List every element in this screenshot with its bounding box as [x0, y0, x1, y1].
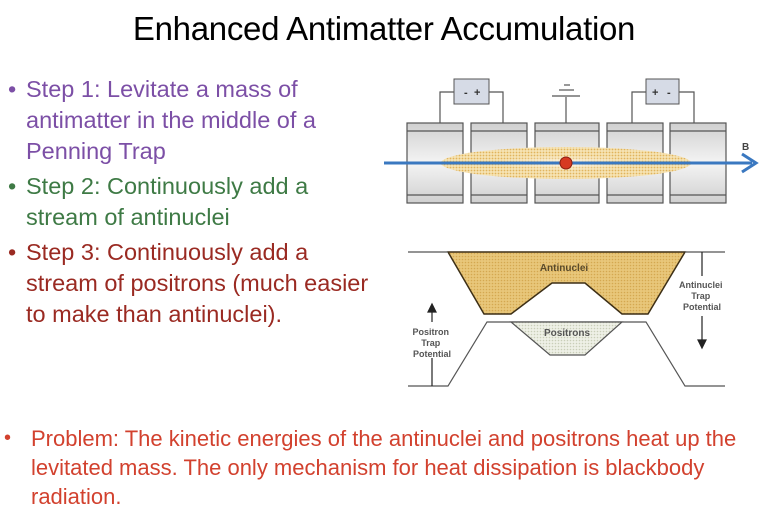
bullet-marker: •: [4, 427, 12, 449]
step-1-text: Step 1: Levitate a mass of antimatter in…: [26, 76, 316, 164]
ground-icon: [552, 84, 580, 97]
positron-potential-arrow: [427, 302, 437, 386]
right-voltage-supply: + -: [645, 78, 680, 105]
step-2-text: Step 2: Continuously add a stream of ant…: [26, 173, 309, 230]
left-voltage-supply: - +: [453, 78, 490, 105]
steps-list: • Step 1: Levitate a mass of antimatter …: [8, 74, 378, 334]
positrons-label: Positrons: [544, 328, 591, 339]
problem-bullet: • Problem: The kinetic energies of the a…: [4, 424, 768, 511]
positrons-well: [509, 321, 624, 356]
potential-diagram: Antinuclei Positrons Positron Trap Poten…: [408, 251, 725, 387]
svg-text:+: +: [652, 87, 658, 99]
bullet-marker: •: [8, 173, 17, 199]
field-label: B: [742, 142, 749, 153]
positron-potential-label: Positron Trap Potential: [412, 327, 451, 359]
step-2-bullet: • Step 2: Continuously add a stream of a…: [8, 171, 378, 233]
step-3-text: Step 3: Continuously add a stream of pos…: [26, 239, 369, 327]
step-3-bullet: • Step 3: Continuously add a stream of p…: [8, 237, 378, 330]
svg-text:-: -: [667, 87, 671, 99]
slide-title: Enhanced Antimatter Accumulation: [132, 10, 636, 47]
antinuclei-potential-arrow: [697, 252, 707, 350]
bullet-marker: •: [8, 76, 17, 102]
levitated-mass: [559, 156, 573, 170]
problem-text: Problem: The kinetic energies of the ant…: [31, 426, 737, 509]
bullet-marker: •: [8, 239, 17, 265]
antinuclei-label: Antinuclei: [540, 263, 589, 274]
antinuclei-potential-label: Antinuclei Trap Potential: [679, 280, 725, 312]
antinuclei-well: [446, 251, 687, 315]
svg-text:-: -: [464, 87, 468, 99]
svg-text:+: +: [474, 87, 480, 99]
penning-trap-diagram: - + + - B: [384, 78, 759, 204]
step-1-bullet: • Step 1: Levitate a mass of antimatter …: [8, 74, 378, 167]
